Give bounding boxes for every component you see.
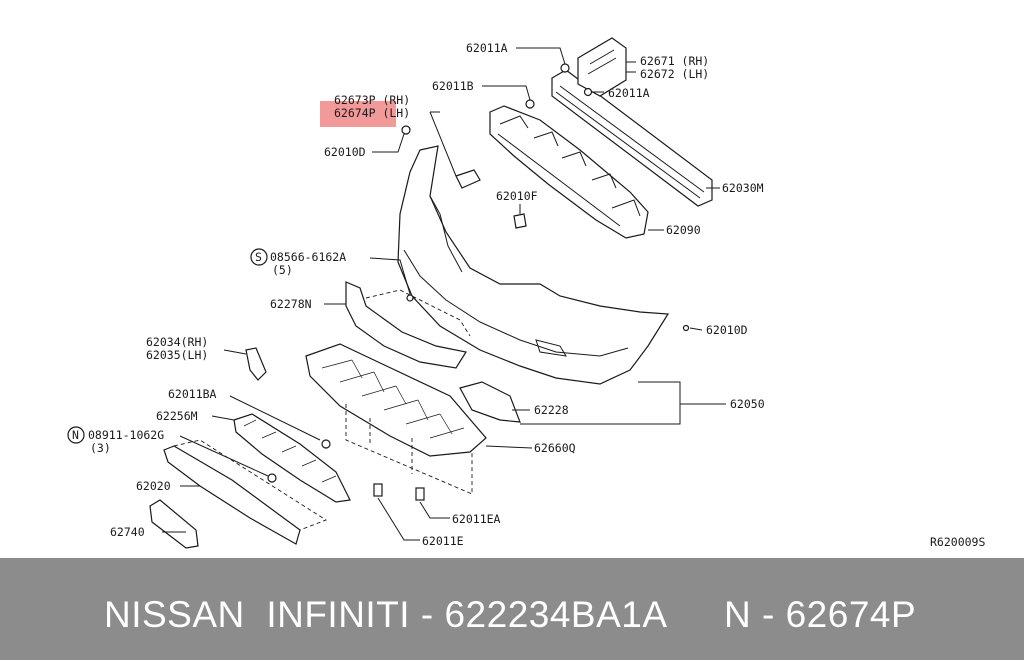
part-62278N-lower-cover (345, 281, 471, 369)
part-62034-bracket (245, 347, 267, 381)
part-62740-plate-bracket (149, 499, 199, 549)
callout-62228[interactable]: 62228 (534, 403, 569, 417)
footer-bar: NISSAN INFINITI - 622234BA1A N - 62674P (0, 558, 1024, 660)
part-62020-lower-grille (163, 439, 327, 545)
callout-08566-qty: (5) (272, 263, 293, 277)
part-62256M-foam (233, 413, 351, 503)
callout-08566[interactable]: 08566-6162A (270, 250, 346, 264)
callout-62011E[interactable]: 62011E (422, 534, 464, 548)
callout-62740[interactable]: 62740 (110, 525, 145, 539)
s-symbol: S (255, 250, 262, 264)
callout-62010D-top[interactable]: 62010D (324, 145, 366, 159)
callout-62674P[interactable]: 62674P (LH) (334, 106, 410, 120)
footer-part-info: NISSAN INFINITI - 622234BA1A (104, 594, 668, 635)
s-symbol-circle (250, 248, 268, 266)
callout-62010D-right[interactable]: 62010D (706, 323, 748, 337)
callout-62672[interactable]: 62672 (LH) (640, 67, 709, 81)
callout-62011A-top[interactable]: 62011A (466, 41, 508, 55)
part-62674P-bracket (429, 111, 481, 189)
callout-62278N[interactable]: 62278N (270, 297, 312, 311)
callout-08911-qty: (3) (90, 441, 111, 455)
n-symbol-circle (67, 426, 85, 444)
callout-62011EA[interactable]: 62011EA (452, 512, 501, 526)
footer-part-number: N - 62674P (724, 594, 917, 635)
n-symbol: N (72, 428, 79, 442)
callout-08911[interactable]: 08911-1062G (88, 428, 164, 442)
callout-62011BA[interactable]: 62011BA (168, 387, 217, 401)
callout-62011A-mid[interactable]: 62011A (608, 86, 650, 100)
callout-62671[interactable]: 62671 (RH) (640, 54, 709, 68)
part-62090-absorber (489, 105, 649, 239)
callout-62011B[interactable]: 62011B (432, 79, 474, 93)
part-62660Q-undercover (305, 343, 487, 495)
callout-62030M[interactable]: 62030M (722, 181, 764, 195)
highlight-box (320, 101, 396, 127)
callout-62673P[interactable]: 62673P (RH) (334, 93, 410, 107)
callout-62256M[interactable]: 62256M (156, 409, 198, 423)
diagram-ref-code: R620009S (930, 535, 985, 549)
part-62030M-reinforcement (551, 37, 713, 207)
leader-lines (162, 47, 726, 541)
callout-62660Q[interactable]: 62660Q (534, 441, 576, 455)
callout-62050[interactable]: 62050 (730, 397, 765, 411)
part-62228-closeout (459, 381, 521, 423)
callout-62035[interactable]: 62035(LH) (146, 348, 208, 362)
callout-62020[interactable]: 62020 (136, 479, 171, 493)
parts-diagram: S N 62011A 62671 (RH) 62672 (LH) 62011B … (67, 37, 985, 549)
callout-62034[interactable]: 62034(RH) (146, 335, 208, 349)
callout-62010F[interactable]: 62010F (496, 189, 538, 203)
callout-62090[interactable]: 62090 (666, 223, 701, 237)
fasteners (267, 63, 690, 501)
